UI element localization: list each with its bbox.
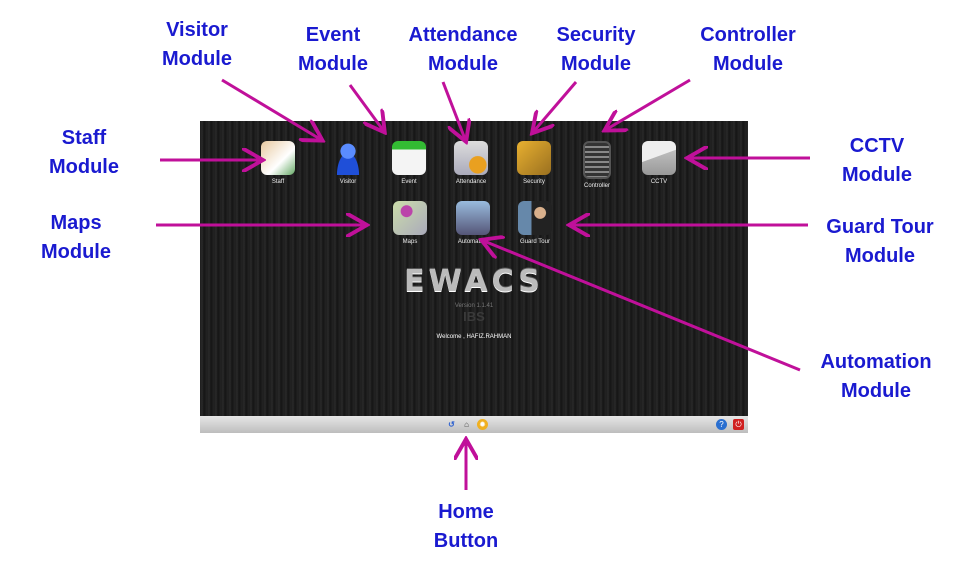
visitor-arrow: [221, 78, 320, 139]
visitor-icon: [331, 141, 365, 175]
map-icon: [393, 201, 427, 235]
welcome-text: Welcome , HAFIZ.RAHMAN: [436, 334, 512, 340]
event-arrow: [348, 84, 383, 130]
ewacs-logo: EWACS: [404, 264, 544, 299]
visitor-module[interactable]: Visitor: [318, 141, 378, 185]
module-label: Automation: [457, 239, 489, 245]
module-label: Staff: [271, 179, 285, 185]
help-icon[interactable]: ?: [716, 419, 727, 430]
staff-module[interactable]: Staff: [248, 141, 308, 185]
module-label: Controller: [583, 183, 610, 189]
module-label: CCTV: [650, 179, 668, 185]
guard-tour-module[interactable]: Guard Tour: [505, 201, 565, 245]
back-icon[interactable]: ↺: [448, 420, 455, 429]
security-arrow: [534, 81, 578, 131]
automation-icon: [456, 201, 490, 235]
automation-arrow: [484, 241, 801, 372]
staff-icon: [261, 141, 295, 175]
module-label: Guard Tour: [520, 239, 550, 245]
controller-icon: [583, 141, 611, 179]
attendance-arrow: [441, 81, 465, 139]
module-label: Attendance: [455, 179, 487, 185]
automation-module[interactable]: Automation: [443, 201, 503, 245]
attendance-module[interactable]: Attendance: [441, 141, 501, 185]
controller-arrow: [607, 78, 691, 129]
module-label: Event: [401, 179, 417, 185]
module-label: Visitor: [339, 179, 357, 185]
bottom-toolbar: ↺ ⌂ ✹ ? ⏻: [200, 416, 748, 433]
module-label: Security: [523, 179, 545, 185]
version-text: Version 1.1.41: [454, 303, 494, 309]
controller-module[interactable]: Controller: [567, 141, 627, 189]
power-icon[interactable]: ⏻: [733, 419, 744, 430]
module-label: Maps: [402, 239, 418, 245]
lock-key-icon: [517, 141, 551, 175]
company-logo: IBS: [463, 309, 485, 324]
home-button[interactable]: ⌂: [464, 420, 469, 429]
guard-icon: [518, 201, 552, 235]
cctv-module[interactable]: CCTV: [629, 141, 689, 185]
event-module[interactable]: Event: [379, 141, 439, 185]
attendance-icon: [454, 141, 488, 175]
security-module[interactable]: Security: [504, 141, 564, 185]
calendar-icon: [392, 141, 426, 175]
ewacs-screen: Staff Visitor Event Attendance Security …: [200, 121, 748, 416]
maps-module[interactable]: Maps: [380, 201, 440, 245]
camera-icon: [642, 141, 676, 175]
settings-icon[interactable]: ✹: [477, 419, 488, 430]
